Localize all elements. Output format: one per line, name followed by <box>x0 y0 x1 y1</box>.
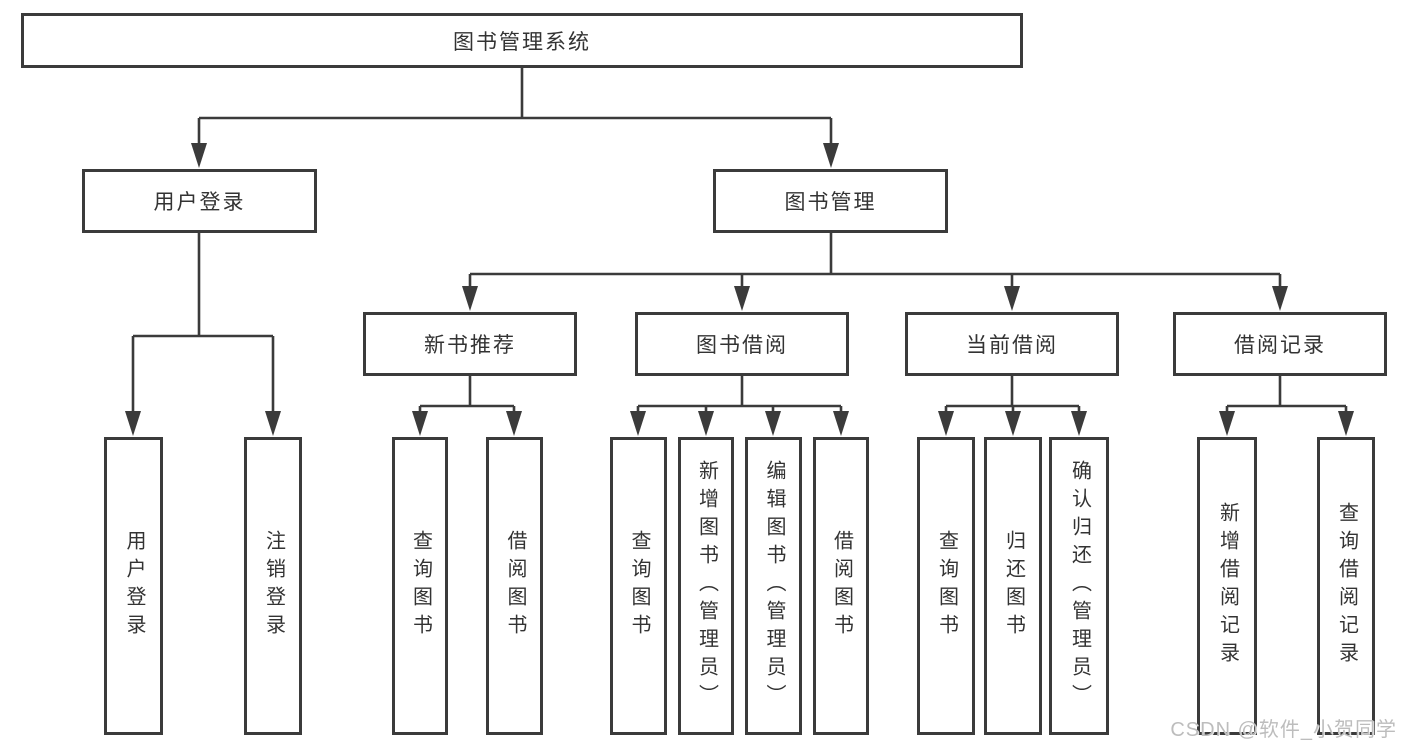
leaf-records-add-record: 新增借阅记录 <box>1197 437 1257 735</box>
node-label: 图书管理系统 <box>453 30 591 54</box>
leaf-borrowing-borrow-books: 借阅图书 <box>813 437 869 735</box>
leaf-current-return-books: 归还图书 <box>984 437 1042 735</box>
leaf-current-query-books: 查询图书 <box>917 437 975 735</box>
leaf-recommend-query-books: 查询图书 <box>392 437 448 735</box>
watermark: CSDN @软件_小贺同学 <box>1170 719 1397 741</box>
node-label: 用户登录 <box>123 530 145 642</box>
node-label: 确认归还（管理员） <box>1068 460 1091 712</box>
node-user-login: 用户登录 <box>82 169 317 233</box>
node-label: 借阅图书 <box>830 530 853 642</box>
node-label: 编辑图书（管理员） <box>763 460 785 712</box>
node-label: 注销登录 <box>262 530 285 642</box>
node-label: 新书推荐 <box>424 334 516 357</box>
leaf-current-confirm-return-admin: 确认归还（管理员） <box>1049 437 1109 735</box>
node-book-borrowing: 图书借阅 <box>635 312 849 376</box>
leaf-borrowing-add-books-admin: 新增图书（管理员） <box>678 437 734 735</box>
leaf-logout: 注销登录 <box>244 437 302 735</box>
node-label: 查询图书 <box>935 530 958 642</box>
node-new-book-recommend: 新书推荐 <box>363 312 577 376</box>
node-library-system: 图书管理系统 <box>21 13 1023 68</box>
node-label: 查询借阅记录 <box>1335 502 1358 670</box>
node-current-borrowing: 当前借阅 <box>905 312 1119 376</box>
leaf-borrowing-edit-books-admin: 编辑图书（管理员） <box>745 437 802 735</box>
node-borrow-records: 借阅记录 <box>1173 312 1387 376</box>
node-label: 借阅图书 <box>504 530 526 642</box>
leaf-recommend-borrow-books: 借阅图书 <box>486 437 543 735</box>
node-label: 图书借阅 <box>696 334 788 357</box>
node-label: 借阅记录 <box>1234 334 1326 357</box>
node-label: 新增借阅记录 <box>1216 502 1239 670</box>
leaf-user-login: 用户登录 <box>104 437 163 735</box>
node-label: 查询图书 <box>628 530 650 642</box>
leaf-borrowing-query-books: 查询图书 <box>610 437 667 735</box>
node-book-management: 图书管理 <box>713 169 948 233</box>
node-label: 查询图书 <box>409 530 432 642</box>
node-label: 归还图书 <box>1002 530 1025 642</box>
node-label: 用户登录 <box>153 191 246 214</box>
node-label: 图书管理 <box>784 191 877 214</box>
leaf-records-query-record: 查询借阅记录 <box>1317 437 1375 735</box>
node-label: 当前借阅 <box>966 334 1058 357</box>
node-label: 新增图书（管理员） <box>695 460 718 712</box>
